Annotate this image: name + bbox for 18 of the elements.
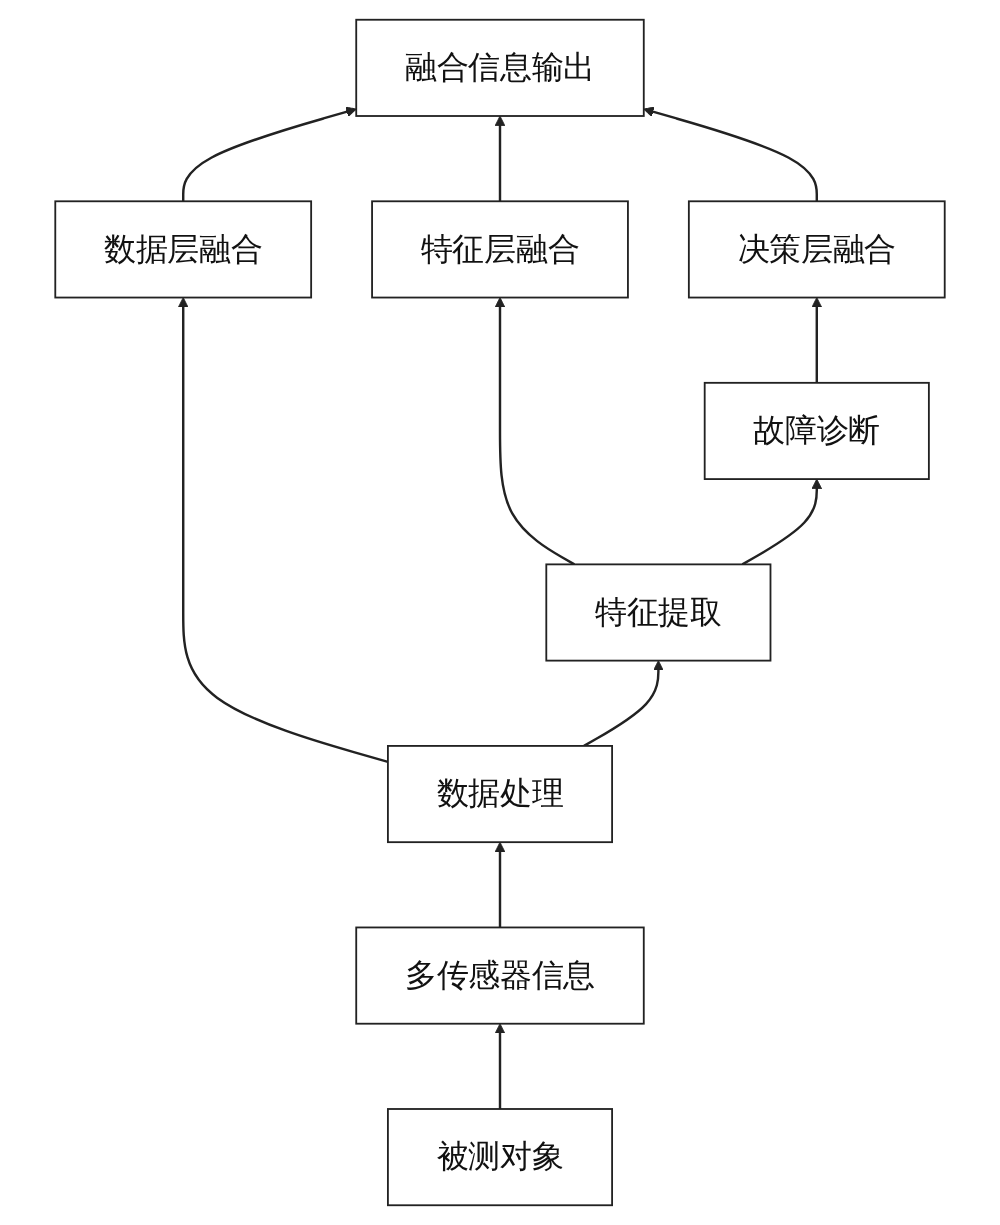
node-box: 故障诊断: [703, 381, 930, 480]
arrow: [494, 1023, 506, 1109]
arrow: [494, 841, 506, 928]
arrow: [811, 297, 823, 383]
arrow: [494, 297, 575, 566]
node-box: 数据处理: [387, 745, 613, 844]
node-box: 特征提取: [545, 563, 772, 662]
arrow: [643, 106, 818, 202]
arrow: [494, 115, 506, 202]
node-box: 多传感器信息: [355, 926, 645, 1025]
node-box: 被测对象: [387, 1108, 613, 1207]
arrow: [741, 478, 823, 566]
node-box: 数据层融合: [54, 200, 313, 299]
arrow: [583, 660, 664, 747]
arrow: [182, 106, 357, 202]
node-box: 特征层融合: [371, 200, 629, 299]
node-box: 融合信息输出: [355, 18, 645, 117]
node-box: 决策层融合: [687, 200, 946, 299]
